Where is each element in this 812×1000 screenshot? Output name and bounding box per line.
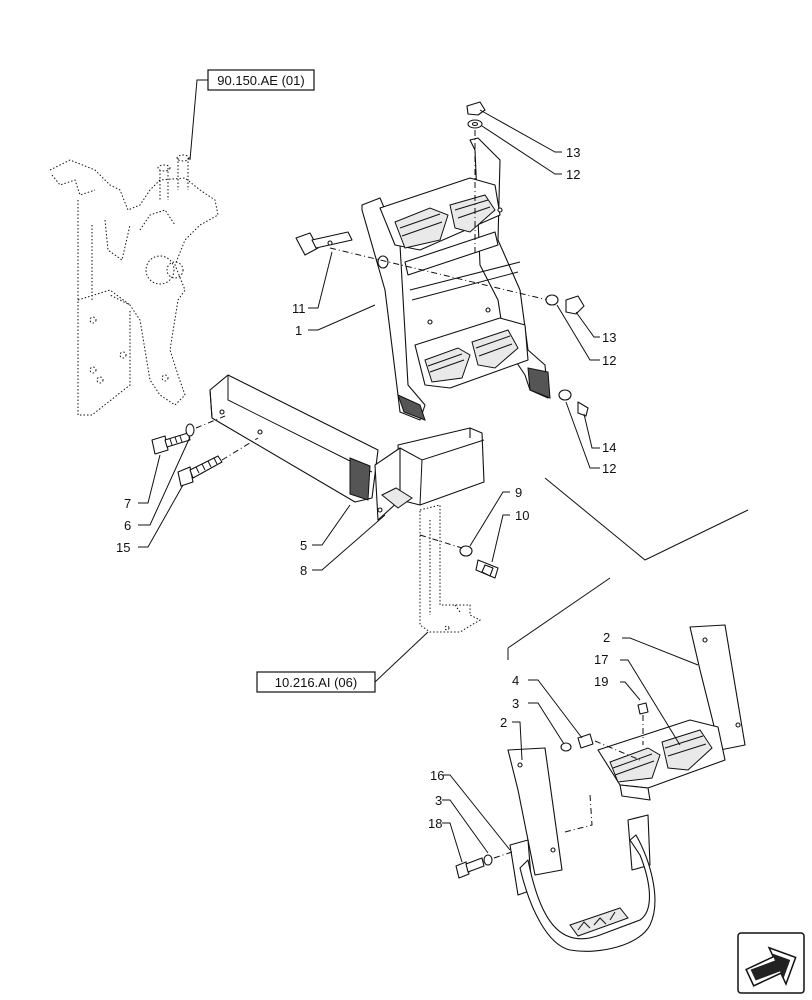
callout-13-top: 13 <box>566 145 580 160</box>
callout-16: 16 <box>430 768 444 783</box>
plate-2-left <box>507 747 563 876</box>
bolt-15 <box>177 455 223 487</box>
callout-12-top: 12 <box>566 167 580 182</box>
reference-bottom[interactable]: 10.216.AI (06) <box>256 671 376 693</box>
reference-top-label: 90.150.AE (01) <box>217 73 304 88</box>
nut-13-top <box>466 101 486 129</box>
frame-phantom <box>49 154 219 416</box>
arrow-nav-icon[interactable] <box>737 932 805 997</box>
leader-13b <box>575 311 600 338</box>
washer-nut-right <box>545 294 585 315</box>
bolt-7 <box>151 432 191 455</box>
reference-bottom-leader <box>374 631 429 683</box>
callout-17: 17 <box>594 652 608 667</box>
leader-16 <box>442 774 511 851</box>
pin-11 <box>295 231 353 256</box>
leader-7 <box>138 454 161 504</box>
leader-4 <box>528 679 583 739</box>
bolt-14 <box>558 389 589 417</box>
callout-4: 4 <box>512 673 519 688</box>
callout-14: 14 <box>602 440 616 455</box>
leader-10 <box>491 514 510 563</box>
bracket-arm <box>209 374 379 503</box>
leader-3a <box>528 702 565 745</box>
leader-5 <box>312 504 351 546</box>
callout-6: 6 <box>124 518 131 533</box>
leader-13a <box>479 109 562 153</box>
washer-3-upper <box>560 742 572 752</box>
leader-15 <box>138 484 184 548</box>
callout-7: 7 <box>124 496 131 511</box>
callout-9: 9 <box>515 485 522 500</box>
callout-5: 5 <box>300 538 307 553</box>
leader-14 <box>583 413 600 449</box>
leader-8 <box>312 514 386 571</box>
leader-17 <box>620 659 681 746</box>
leader-12b <box>556 304 600 361</box>
leader-3b <box>442 799 489 854</box>
callout-11: 11 <box>292 301 306 316</box>
leader-2a <box>622 637 699 666</box>
mount-block <box>374 427 485 521</box>
reference-top[interactable]: 90.150.AE (01) <box>207 69 315 91</box>
leader-12c <box>565 401 600 469</box>
callout-13-right: 13 <box>602 330 616 345</box>
handle-16 <box>509 814 656 952</box>
detail-callout-line <box>544 477 749 561</box>
washer-6 <box>185 423 195 437</box>
leader-19 <box>620 681 641 701</box>
leader-6 <box>138 436 191 526</box>
callout-8: 8 <box>300 563 307 578</box>
callout-3-upper: 3 <box>512 696 519 711</box>
bolt-18 <box>455 857 485 879</box>
leader-18 <box>442 822 463 863</box>
detail-line-lower <box>507 577 611 649</box>
reference-bottom-label: 10.216.AI (06) <box>275 675 357 690</box>
callout-12-lower: 12 <box>602 461 616 476</box>
callout-19: 19 <box>594 674 608 689</box>
callout-3-lower: 3 <box>435 793 442 808</box>
callout-18: 18 <box>428 816 442 831</box>
callout-1: 1 <box>295 323 302 338</box>
bolt-10 <box>475 559 499 579</box>
callout-2-right: 2 <box>603 630 610 645</box>
leader-11 <box>308 251 333 309</box>
leader-9 <box>469 491 510 547</box>
screw-19 <box>637 702 649 715</box>
callout-15: 15 <box>116 540 130 555</box>
leader-2b <box>512 721 523 761</box>
callout-12-right: 12 <box>602 353 616 368</box>
washer-9 <box>459 545 473 557</box>
step-ladder <box>361 137 551 421</box>
reference-top-leader <box>189 79 208 161</box>
callout-10: 10 <box>515 508 529 523</box>
support-phantom <box>419 504 482 633</box>
step-17 <box>597 719 726 801</box>
washer-3-lower <box>483 854 493 866</box>
callout-2-left: 2 <box>500 715 507 730</box>
leader-1 <box>308 304 376 331</box>
plate-2-right <box>689 624 746 751</box>
leader-12a <box>481 125 562 175</box>
